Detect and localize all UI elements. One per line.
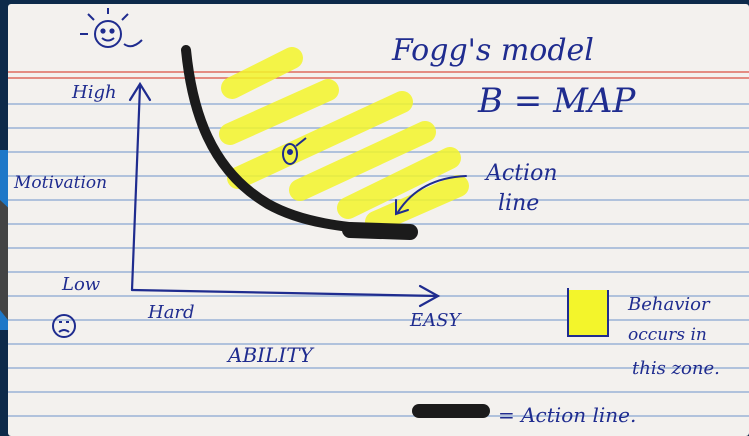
legend-zone-text-line3: this zone. (632, 358, 720, 379)
formula: B = MAP (477, 81, 636, 121)
legend-action-line-swatch (412, 404, 490, 418)
x-axis-hard-label: Hard (147, 302, 195, 323)
legend-zone-swatch (567, 288, 609, 337)
behavior-zone-highlight (219, 47, 469, 233)
action-line-pointer-arrow (395, 175, 467, 216)
x-axis-title: ABILITY (226, 343, 315, 367)
diagram-title: Fogg's model (391, 33, 594, 68)
axes (128, 81, 441, 308)
action-line-label-line2: line (498, 191, 539, 216)
x-axis-arrow-head (418, 284, 441, 308)
y-axis-line (130, 84, 142, 292)
red-header-lines (8, 71, 749, 79)
y-axis-arrow-head (128, 81, 152, 102)
action-line-curve-end (342, 222, 418, 240)
person-doodle (282, 137, 307, 165)
y-axis-title: Motivation (13, 173, 107, 193)
action-line-label-line1: Action (484, 161, 558, 186)
x-axis-line (130, 288, 440, 298)
legend-action-line-text: = Action line. (498, 403, 636, 427)
y-axis-high-label: High (71, 82, 117, 103)
sad-face-icon (52, 314, 76, 338)
x-axis-easy-label: EASY (409, 310, 462, 331)
legend-zone-text-line1: Behavior (627, 294, 711, 315)
legend-zone-text-line2: occurs in (628, 325, 707, 345)
happy-face-icon (80, 8, 143, 48)
y-axis-low-label: Low (61, 274, 101, 295)
